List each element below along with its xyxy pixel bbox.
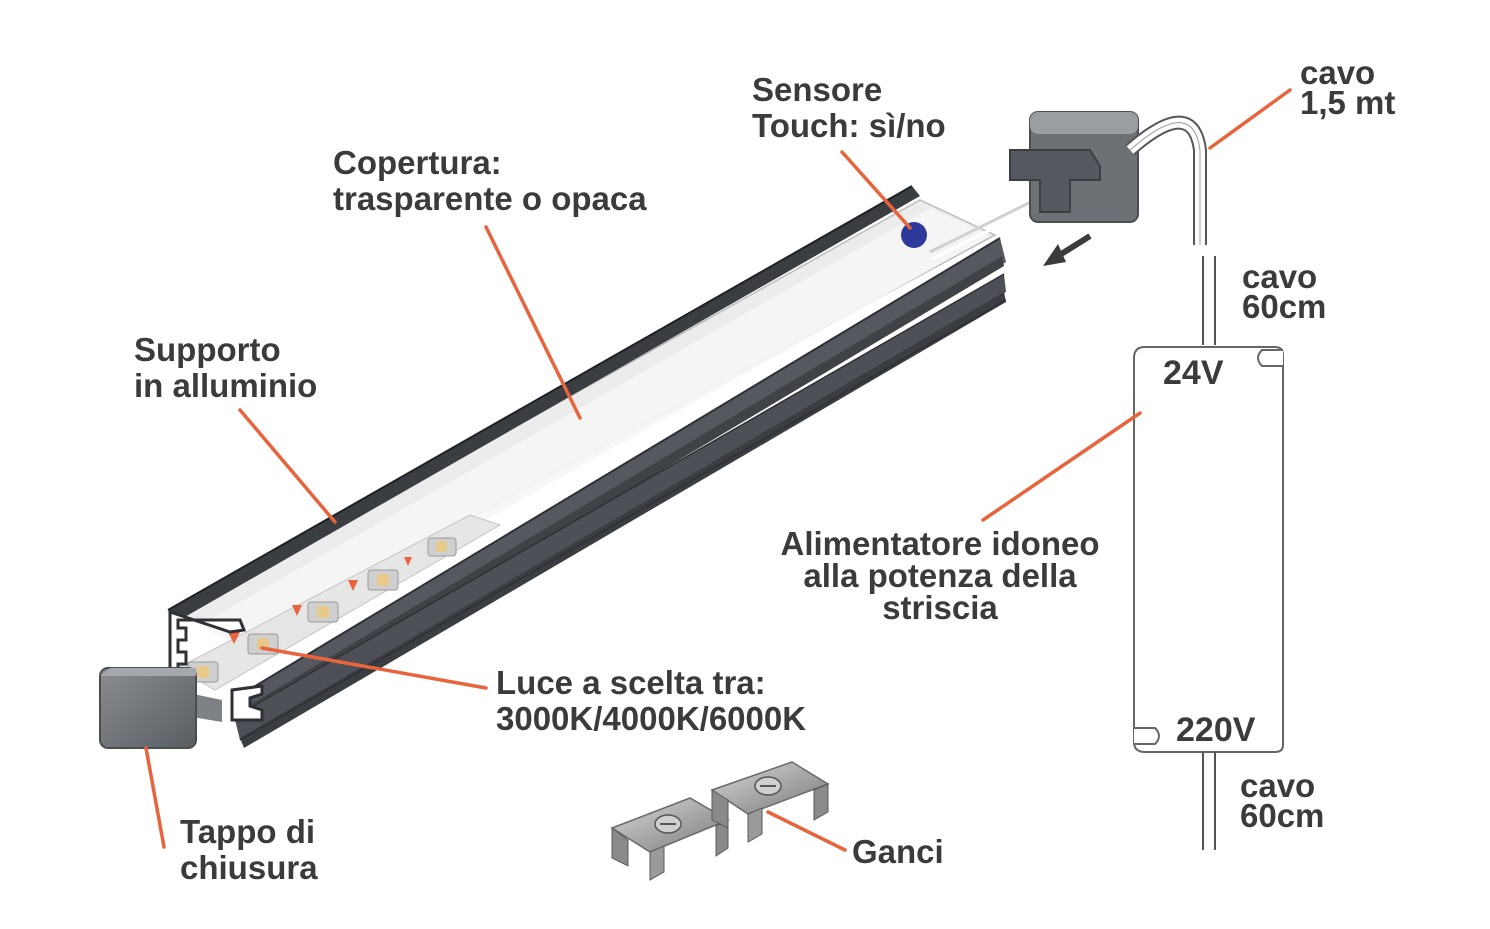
- cable-bottom-label: cavo 60cm: [1240, 767, 1325, 834]
- leader-light: [260, 646, 488, 690]
- touch-sensor-dot: [901, 222, 927, 248]
- aluminium-profile: [231, 237, 1007, 748]
- sensor-label: Sensore Touch: sì/no: [752, 71, 946, 144]
- leader-end-cap: [144, 746, 166, 849]
- cable-top-label: cavo 1,5 mt: [1300, 54, 1396, 121]
- mounting-hook: [610, 797, 730, 881]
- input-voltage-label: 220V: [1176, 711, 1256, 749]
- connector-end-cap: [929, 111, 1139, 262]
- leader-sensor: [840, 150, 912, 230]
- main-cable: [1125, 115, 1216, 345]
- output-voltage-label: 24V: [1163, 354, 1224, 392]
- support-label: Supporto in alluminio: [134, 331, 318, 404]
- mounting-hook: [710, 761, 830, 843]
- resistor-mark: [228, 632, 240, 644]
- power-supply-box: [1133, 346, 1284, 850]
- led-chip: [427, 537, 457, 557]
- resistor-mark: [348, 580, 358, 591]
- diffuser-cover: [178, 199, 997, 652]
- end-cap-label: Tappo di chiusura: [180, 813, 318, 886]
- led-chip: [307, 601, 339, 623]
- leader-power-supply: [981, 411, 1142, 522]
- hooks-label: Ganci: [852, 833, 944, 870]
- leader-cable-top: [1208, 88, 1292, 150]
- top-rail: [167, 185, 920, 622]
- leader-cover: [484, 225, 582, 420]
- assembly-arrow: [1043, 233, 1092, 266]
- cover-label: Copertura: trasparente o opaca: [333, 144, 647, 217]
- profile-end-section: [168, 609, 264, 722]
- leader-support: [238, 408, 337, 524]
- light-label: Luce a scelta tra: 3000K/4000K/6000K: [496, 664, 807, 737]
- resistor-mark: [292, 605, 302, 616]
- leader-hooks: [766, 810, 847, 852]
- resistor-mark: [404, 557, 412, 566]
- power-supply-label: Alimentatore idoneo alla potenza della s…: [780, 525, 1100, 626]
- led-strip: [176, 514, 502, 691]
- cable-mid-label: cavo 60cm: [1242, 258, 1327, 325]
- end-cap: [99, 667, 222, 749]
- led-chip: [367, 569, 399, 591]
